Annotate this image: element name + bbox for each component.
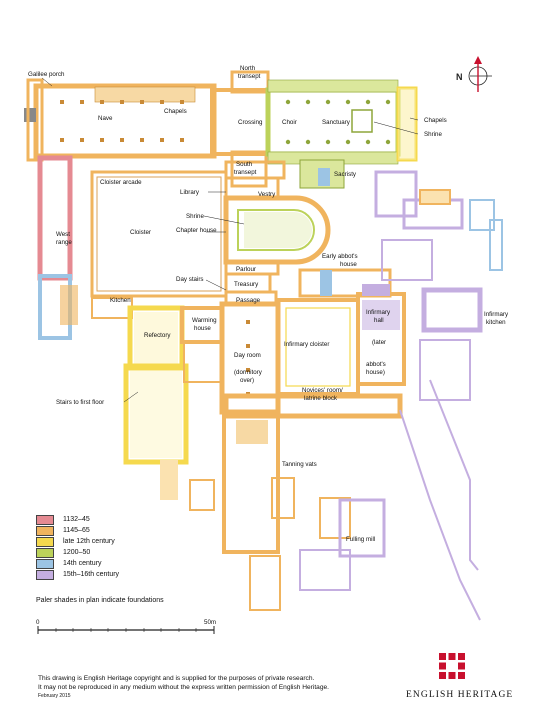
legend-item: 15th–16th century: [36, 569, 119, 580]
label-treasury: Treasury: [234, 281, 259, 288]
fulling-mill: [338, 498, 386, 558]
label-early-abbots-1: Early abbot's: [322, 253, 358, 260]
legend-label: 14th century: [63, 560, 102, 567]
scale-bar: 0 50m: [36, 619, 216, 634]
label-crossing: Crossing: [238, 119, 263, 126]
label-nave: Nave: [98, 115, 113, 122]
label-chapels-north: Chapels: [164, 108, 187, 115]
label-shrine-east: Shrine: [424, 131, 442, 138]
north-symbol: N: [456, 72, 463, 82]
novices-room: [223, 393, 403, 419]
tanning-vats-yard: [222, 410, 280, 554]
label-later-abbots-3: house): [366, 369, 385, 376]
legend-label: 1145–65: [63, 527, 90, 534]
label-novices-1: Novices' room/: [302, 387, 343, 394]
west-range: [37, 155, 73, 281]
label-south-transept-1: South: [236, 161, 253, 168]
scale-start: 0: [36, 619, 40, 626]
refectory-south: [123, 363, 189, 465]
infirmary-kitchen: [421, 287, 483, 333]
legend-item: 14th century: [36, 558, 119, 569]
cloister-block: [37, 155, 228, 340]
label-infirmary-kitchen-2: kitchen: [486, 319, 506, 326]
label-tanning-vats: Tanning vats: [282, 461, 317, 468]
copyright-line-2: It may not be reproduced in any medium w…: [38, 684, 330, 691]
label-later-abbots-1: (later: [372, 339, 386, 346]
cloister-garth: [96, 176, 222, 292]
label-chapter-house: Chapter house: [176, 227, 217, 234]
label-day-stairs: Day stairs: [176, 276, 204, 283]
church-block: [24, 70, 418, 189]
label-novices-2: latrine block: [304, 395, 338, 402]
legend-swatch: [36, 569, 54, 580]
plan-labels: Galilee porch Nave Chapels North transep…: [28, 65, 509, 543]
southern-precinct: [189, 410, 386, 611]
copyright-line-1: This drawing is English Heritage copyrig…: [38, 675, 315, 682]
legend-label: 1200–50: [63, 549, 91, 556]
label-sacristy: Sacristy: [334, 171, 357, 178]
label-north-transept-2: transept: [238, 73, 261, 80]
galilee-porch: [26, 78, 44, 162]
scale-end: 50m: [204, 619, 216, 626]
legend-swatch: [36, 547, 54, 558]
label-infirmary-hall-1: Infirmary: [366, 309, 391, 316]
legend-item: 1132–45: [36, 514, 119, 525]
label-west-range-2: range: [56, 239, 72, 246]
legend-label: 15th–16th century: [63, 571, 120, 578]
south-range: [123, 305, 224, 500]
label-stairs-first-floor: Stairs to first floor: [56, 399, 104, 406]
label-south-transept-2: transept: [234, 169, 257, 176]
infirmary-complex: [223, 170, 503, 621]
legend-note: Paler shades in plan indicate foundation…: [36, 597, 164, 604]
leader-lines: [41, 77, 419, 403]
label-west-range-1: West: [56, 231, 70, 238]
label-infirmary-kitchen-1: Infirmary: [484, 311, 509, 318]
label-choir: Choir: [282, 119, 297, 126]
label-cloister-arcade: Cloister arcade: [100, 179, 142, 186]
label-parlour: Parlour: [236, 266, 256, 273]
label-infirmary-cloister: Infirmary cloister: [284, 341, 329, 348]
label-north-transept-1: North: [240, 65, 256, 72]
label-sanctuary: Sanctuary: [322, 119, 351, 126]
label-infirmary-hall-2: hall: [374, 317, 384, 324]
chapter-house: [223, 195, 331, 265]
label-later-abbots-2: abbot's: [366, 361, 386, 368]
label-refectory: Refectory: [144, 332, 171, 339]
legend-swatch: [36, 525, 54, 536]
label-shrine-chapter: Shrine: [186, 213, 204, 220]
early-abbots-house: [298, 268, 392, 298]
label-cloister: Cloister: [130, 229, 151, 236]
copyright-notice: This drawing is English Heritage copyrig…: [38, 674, 329, 701]
legend-swatch: [36, 536, 54, 547]
brand-name: ENGLISH HERITAGE: [406, 690, 514, 700]
label-warming-2: house: [194, 325, 211, 332]
english-heritage-brand: ENGLISH HERITAGE: [406, 653, 514, 700]
label-kitchen: Kitchen: [110, 297, 131, 304]
legend-item: 1145–65: [36, 525, 119, 536]
legend-swatch: [36, 514, 54, 525]
label-galilee-porch: Galilee porch: [28, 71, 65, 78]
legend-item: 1200–50: [36, 547, 119, 558]
legend-swatch: [36, 558, 54, 569]
label-dormitory-2: over): [240, 377, 254, 384]
legend-item: late 12th century: [36, 536, 119, 547]
copyright-date: February 2015: [38, 693, 71, 699]
legend: 1132–45 1145–65 late 12th century 1200–5…: [36, 514, 119, 580]
south-transept: [230, 150, 268, 188]
legend-label: 1132–45: [63, 516, 90, 523]
label-chapels-east: Chapels: [424, 117, 447, 124]
label-vestry: Vestry: [258, 191, 276, 198]
north-arrow: N: [456, 56, 492, 92]
legend-label: late 12th century: [63, 538, 115, 545]
label-day-room: Day room: [234, 352, 261, 359]
cloister-arcade: [90, 170, 228, 298]
label-library: Library: [180, 189, 200, 196]
label-passage: Passage: [236, 297, 261, 304]
label-fulling-mill: Fulling mill: [346, 536, 375, 543]
label-warming-1: Warming: [192, 317, 217, 324]
english-heritage-logo-icon: [439, 653, 465, 679]
label-early-abbots-2: house: [340, 261, 357, 268]
label-dormitory-1: (dormitory: [234, 369, 263, 376]
